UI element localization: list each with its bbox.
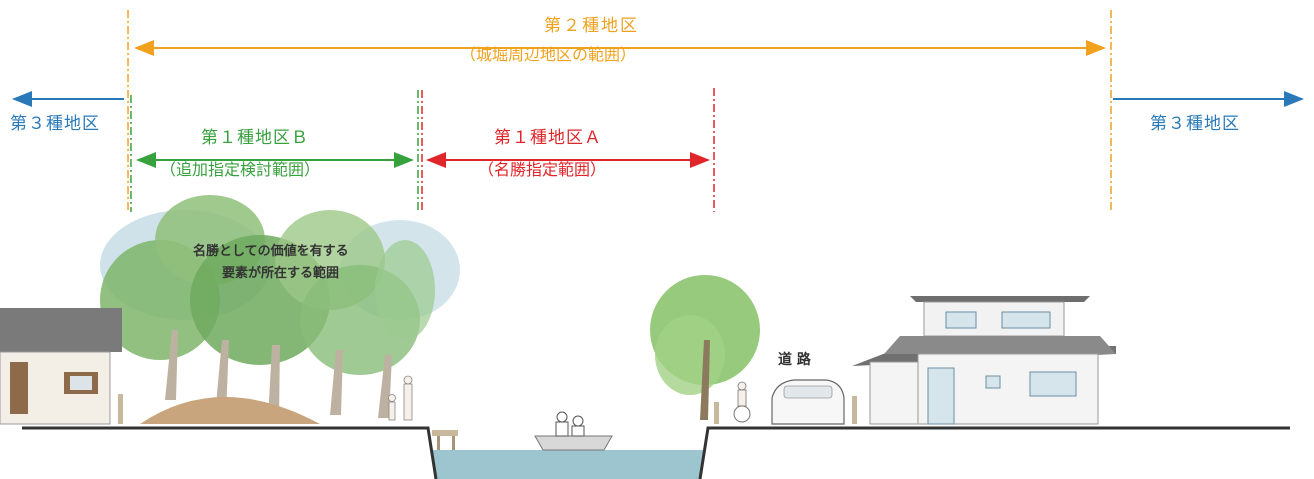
boat [534, 411, 613, 451]
road-label: 道 路 [778, 352, 811, 368]
zone2-title: 第２種地区 [544, 16, 639, 36]
zone3-left-label: 第３種地区 [10, 114, 100, 134]
zone3-right-label: 第３種地区 [1150, 114, 1240, 134]
zone1a-title: 第１種地区Ａ [494, 128, 602, 148]
zone1b-title: 第１種地区Ｂ [201, 128, 309, 148]
tree-cluster [100, 195, 460, 424]
zone1b-subtitle: （追加指定検討範囲） [160, 160, 321, 179]
cyclist [733, 381, 751, 423]
zone1a-subtitle: （名勝指定範囲） [478, 160, 607, 179]
value-area-annotation-line2: 要素が所在する範囲 [222, 266, 340, 281]
left-house [0, 308, 123, 425]
person-left [388, 375, 413, 421]
value-area-annotation-line1: 名勝としての価値を有する [193, 244, 349, 259]
right-house [852, 296, 1116, 425]
moat-water [430, 450, 706, 479]
willow-tree [650, 275, 760, 424]
zone2-subtitle: （城堀周辺地区の範囲） [460, 45, 637, 64]
pier [432, 430, 458, 450]
car [771, 379, 857, 425]
ground-line [22, 426, 1290, 479]
